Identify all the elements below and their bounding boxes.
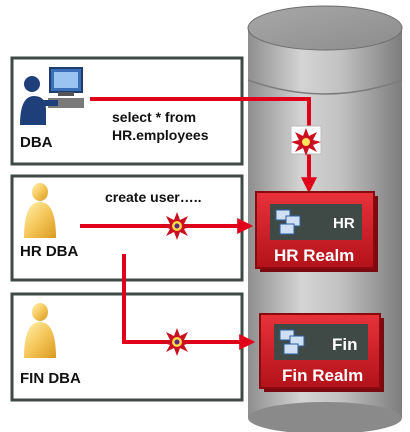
fin-realm-tag: Fin: [332, 335, 358, 354]
person-icon: [24, 303, 56, 358]
tables-icon: [279, 329, 305, 355]
blocked-burst-icon: [290, 125, 322, 156]
create-user-command: create user…..: [105, 189, 202, 205]
blocked-burst-icon: [162, 212, 192, 240]
fin-realm-box: Fin Fin Realm: [259, 313, 384, 392]
computer-user-icon: [20, 67, 84, 125]
hr-realm-box: HR HR Realm: [255, 191, 378, 272]
dba-label: DBA: [20, 134, 53, 151]
arrow-dba-to-hr-realm: [90, 97, 317, 194]
hr-dba-label: HR DBA: [20, 243, 78, 260]
fin-realm-name: Fin Realm: [282, 366, 363, 385]
hr-realm-tag: HR: [333, 215, 355, 232]
hr-realm-name: HR Realm: [274, 246, 354, 265]
blocked-burst-icon: [162, 328, 192, 356]
select-command-line2: HR.employees: [112, 127, 209, 143]
person-icon: [24, 183, 56, 238]
arrow-hr-dba-to-fin-realm: [122, 254, 256, 350]
fin-dba-label: FIN DBA: [20, 370, 81, 387]
tables-icon: [275, 209, 301, 235]
select-command-line1: select * from: [112, 109, 196, 125]
